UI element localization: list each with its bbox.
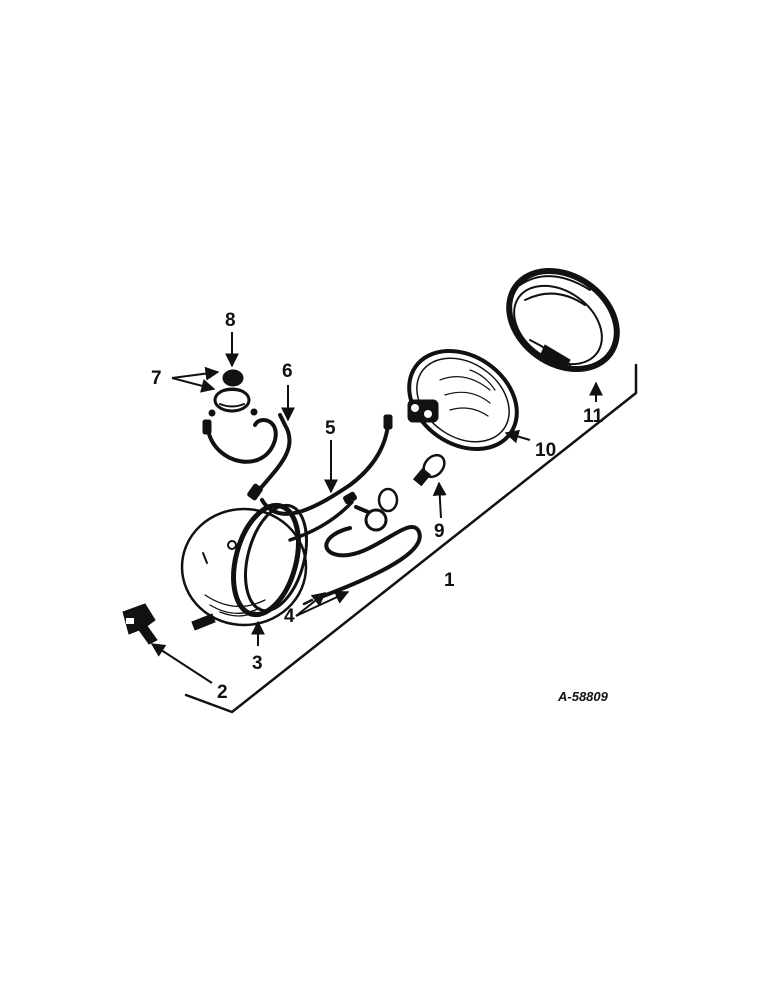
- arrow-2: [150, 643, 213, 684]
- wiring-harness: [202, 413, 393, 542]
- arrow-4a: [295, 592, 327, 617]
- callout-7: 7: [151, 368, 162, 389]
- callout-2: 2: [217, 682, 228, 703]
- callout-11: 11: [583, 406, 604, 427]
- arrow-10: [504, 429, 531, 444]
- mounting-clip: [122, 603, 158, 645]
- callout-1: 1: [444, 570, 455, 591]
- arrow-7a: [171, 377, 216, 393]
- callout-6: 6: [282, 361, 293, 382]
- retaining-ring: [506, 267, 620, 373]
- assembly-bracket-line: [184, 363, 638, 714]
- lamp-housing: [180, 502, 308, 631]
- callout-9: 9: [434, 521, 445, 542]
- sealed-beam-lamp: [407, 348, 519, 452]
- pigtail-wire: [302, 487, 422, 606]
- leader-arrows: [150, 332, 603, 684]
- arrow-7b: [171, 366, 220, 381]
- arrow-4b: [295, 590, 350, 617]
- callout-3: 3: [252, 653, 263, 674]
- bulb: [412, 453, 446, 487]
- callout-8: 8: [225, 310, 236, 331]
- callout-5: 5: [325, 418, 336, 439]
- arrow-9: [432, 481, 447, 519]
- callout-4: 4: [284, 606, 295, 627]
- callout-10: 10: [535, 440, 556, 461]
- switch-assembly: [208, 369, 258, 417]
- drawing-code: A-58809: [557, 689, 609, 704]
